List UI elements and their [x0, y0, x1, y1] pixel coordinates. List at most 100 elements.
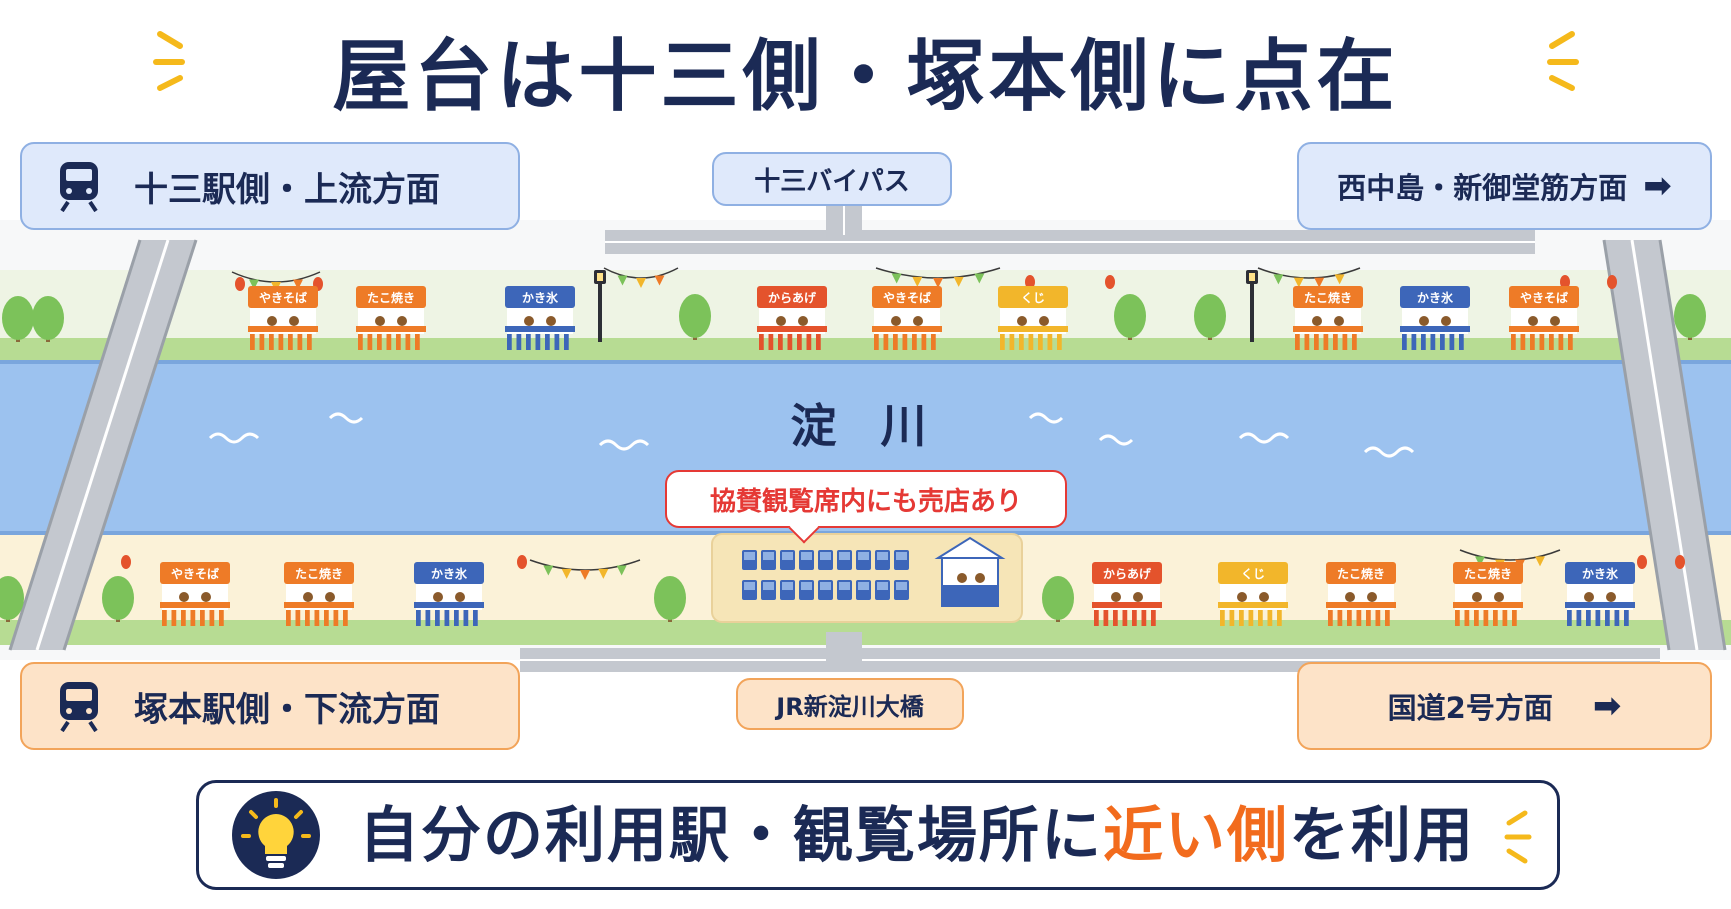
stall-label: くじ	[1241, 567, 1265, 581]
north-bypass-box: 十三バイパス	[712, 152, 952, 206]
upstream-station-box: 十三駅側・上流方面	[20, 142, 520, 230]
downstream-station-box: 塚本駅側・下流方面	[20, 662, 520, 750]
food-stall: かき氷	[505, 286, 575, 350]
tip-box: 自分の利用駅・観覧場所に近い側を利用	[196, 780, 1560, 890]
seat-icon	[761, 580, 776, 600]
tree-icon	[2, 296, 34, 342]
food-stall: たこ焼き	[1293, 286, 1363, 350]
north-east-direction-label: 西中島・新御堂筋方面	[1337, 171, 1628, 205]
lantern-icon	[1560, 275, 1570, 289]
food-stall: やきそば	[248, 286, 318, 350]
tip-text-before: 自分の利用駅・観覧場所に	[359, 801, 1103, 871]
stall-label: からあげ	[768, 290, 817, 305]
tree-icon	[32, 296, 64, 342]
stall-label: やきそば	[1520, 290, 1568, 305]
stall-label: かき氷	[522, 290, 559, 305]
seat-icon	[818, 580, 833, 600]
sparkle-icon	[153, 31, 185, 91]
food-stall: くじ	[1218, 562, 1288, 626]
stall-label: やきそば	[259, 290, 307, 305]
bunting-icon	[603, 267, 679, 288]
stall-label: たこ焼き	[1464, 566, 1512, 581]
stall-label: くじ	[1021, 291, 1045, 305]
lantern-icon	[1675, 555, 1685, 569]
tree-icon	[0, 576, 24, 622]
downstream-station-label: 塚本駅側・下流方面	[134, 689, 440, 730]
tree-icon	[1114, 294, 1146, 340]
seat-icon	[818, 550, 833, 570]
right-arrow-icon: ➡	[1643, 166, 1672, 206]
food-stall: たこ焼き	[284, 562, 354, 626]
lightbulb-icon	[232, 791, 320, 879]
food-stall: くじ	[998, 286, 1068, 350]
stall-label: たこ焼き	[1337, 566, 1385, 581]
lantern-icon	[1105, 275, 1115, 289]
south-bridge-road	[826, 632, 862, 672]
wave-icons	[208, 412, 1415, 458]
seat-icon	[837, 550, 852, 570]
south-bridge-box: JR新淀川大橋	[736, 678, 964, 730]
upstream-station-label: 十三駅側・上流方面	[134, 169, 440, 210]
lantern-icon	[517, 555, 527, 569]
stall-label: たこ焼き	[367, 290, 415, 305]
food-stall: かき氷	[1565, 562, 1635, 626]
tip-message: 自分の利用駅・観覧場所に近い側を利用	[359, 793, 1475, 879]
stall-label: やきそば	[883, 290, 931, 305]
train-icon	[60, 162, 98, 212]
food-stall: やきそば	[1509, 286, 1579, 350]
lantern-icon	[1607, 275, 1617, 289]
sparkle-icon	[1504, 810, 1532, 864]
seat-icon	[856, 580, 871, 600]
seating-callout: 協賛観覧席内にも売店あり	[665, 470, 1067, 528]
bunting-icon	[1257, 267, 1361, 288]
tip-highlight: 近い側	[1103, 801, 1289, 871]
lantern-icon	[121, 555, 131, 569]
seat-icon	[894, 550, 909, 570]
food-stall: たこ焼き	[1326, 562, 1396, 626]
tip-text-after: を利用	[1289, 801, 1475, 871]
north-bypass-label: 十三バイパス	[754, 166, 910, 197]
lamp-post-icon	[1246, 270, 1258, 342]
stall-label: からあげ	[1103, 566, 1152, 581]
tree-icon	[1674, 294, 1706, 340]
food-stall: かき氷	[414, 562, 484, 626]
page-title: 屋台は十三側・塚本側に点在	[332, 32, 1399, 122]
tent-icon	[934, 536, 1006, 607]
stall-label: たこ焼き	[295, 566, 343, 581]
right-bridge	[1602, 239, 1727, 651]
food-stall: からあげ	[757, 286, 827, 350]
seat-icon	[742, 550, 757, 570]
food-stall: やきそば	[160, 562, 230, 626]
seat-icon	[799, 550, 814, 570]
food-stall: たこ焼き	[356, 286, 426, 350]
seat-icon	[875, 580, 890, 600]
seating-callout-text: 協賛観覧席内にも売店あり	[709, 486, 1022, 517]
left-bridge	[8, 239, 198, 651]
stall-label: かき氷	[1582, 566, 1619, 581]
stall-label: たこ焼き	[1304, 290, 1352, 305]
lantern-icon	[235, 277, 245, 291]
bunting-icon	[875, 267, 1001, 288]
seat-icon	[856, 550, 871, 570]
stall-label: かき氷	[1417, 290, 1454, 305]
seat-icon	[837, 580, 852, 600]
tree-icon	[679, 294, 711, 340]
food-stall: たこ焼き	[1453, 562, 1523, 626]
train-icon	[60, 682, 98, 732]
tree-icon	[1194, 294, 1226, 340]
seat-icon	[894, 580, 909, 600]
seat-grid	[742, 550, 909, 600]
seat-icon	[780, 550, 795, 570]
lantern-icon	[1025, 275, 1035, 289]
right-arrow-icon: ➡	[1592, 686, 1622, 726]
seat-icon	[780, 580, 795, 600]
food-stall: かき氷	[1400, 286, 1470, 350]
food-stall: からあげ	[1092, 562, 1162, 626]
north-east-direction-box: 西中島・新御堂筋方面 ➡	[1297, 142, 1712, 230]
seat-icon	[799, 580, 814, 600]
lantern-icon	[1637, 555, 1647, 569]
sparkle-icon	[1547, 31, 1579, 91]
seat-icon	[761, 550, 776, 570]
food-stall: やきそば	[872, 286, 942, 350]
